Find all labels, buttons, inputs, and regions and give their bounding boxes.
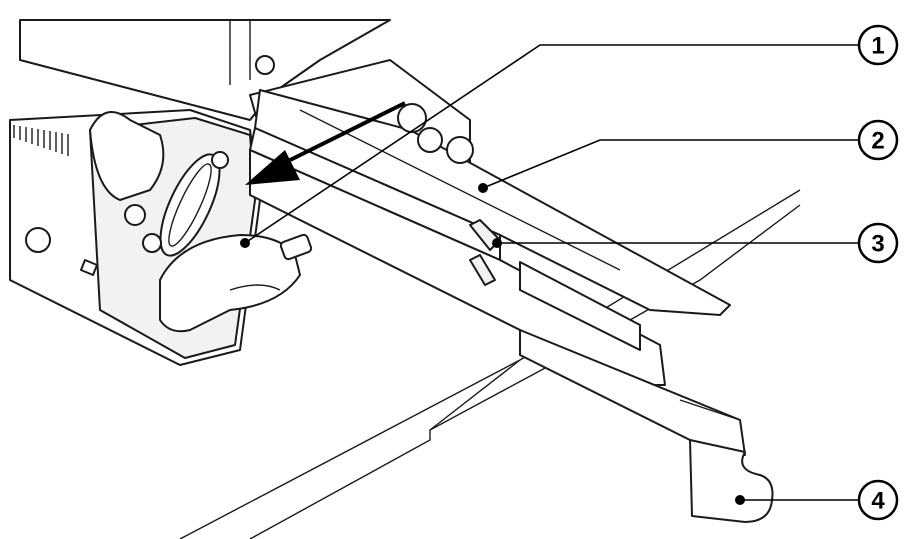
leader-lines [240, 44, 858, 505]
roller-icon [397, 103, 427, 133]
callout-4: 4 [857, 479, 899, 521]
roller-icon-2 [446, 136, 474, 164]
frame-screw-icon [255, 55, 275, 75]
callout-4-number: 4 [871, 488, 885, 515]
side-knob-icon [25, 227, 51, 253]
release-lever[interactable] [159, 233, 313, 333]
mounting-bracket [689, 439, 774, 523]
slot-tab-2 [469, 254, 496, 286]
callout-1: 1 [857, 24, 899, 66]
housing-screw-icon-2 [142, 233, 162, 253]
roller-housing [89, 111, 165, 201]
callout-3-number: 3 [871, 231, 884, 258]
callout-3: 3 [857, 222, 899, 264]
base-surface [179, 189, 801, 539]
small-label [80, 259, 98, 276]
callout-2: 2 [857, 119, 899, 161]
leader-dot-3 [492, 238, 502, 248]
direction-arrow-icon [245, 101, 406, 185]
callout-2-number: 2 [871, 128, 884, 155]
housing-screw-icon [124, 204, 146, 226]
leader-dot-4 [735, 495, 745, 505]
leader-dot-2 [478, 183, 488, 193]
grip-ribs [13, 125, 69, 156]
leader-dot-1 [240, 238, 250, 248]
callout-1-number: 1 [871, 33, 884, 60]
housing-screw-icon-3 [211, 151, 229, 169]
upper-guide-rail [249, 89, 731, 316]
roller-icon-3 [417, 127, 443, 153]
